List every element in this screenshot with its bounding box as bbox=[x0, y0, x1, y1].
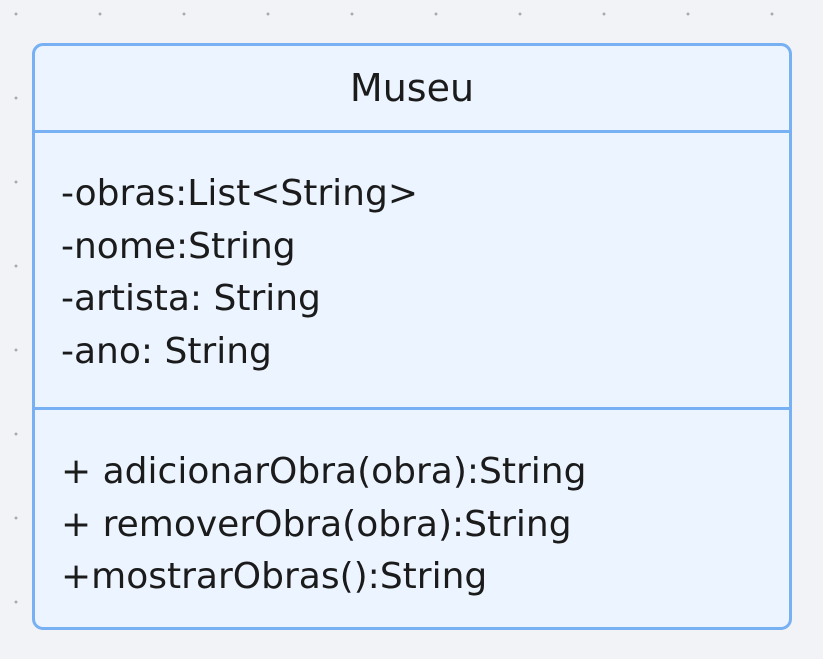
class-header: Museu bbox=[35, 46, 789, 133]
class-name: Museu bbox=[349, 66, 475, 110]
uml-class-museu[interactable]: Museu -obras:List<String> -nome:String -… bbox=[32, 43, 792, 630]
attributes-section: -obras:List<String> -nome:String -artist… bbox=[35, 133, 789, 410]
attribute-nome: -nome:String bbox=[61, 225, 296, 267]
attribute-artista: -artista: String bbox=[61, 278, 321, 319]
attribute-ano: -ano: String bbox=[61, 330, 272, 372]
attribute-obras: -obras:List<String> bbox=[61, 173, 418, 214]
method-mostrar-obras: +mostrarObras():String bbox=[61, 556, 488, 597]
method-remover-obra: + removerObra(obra):String bbox=[61, 503, 572, 545]
method-adicionar-obra: + adicionarObra(obra):String bbox=[61, 451, 587, 492]
methods-section: + adicionarObra(obra):String + removerOb… bbox=[35, 410, 789, 627]
